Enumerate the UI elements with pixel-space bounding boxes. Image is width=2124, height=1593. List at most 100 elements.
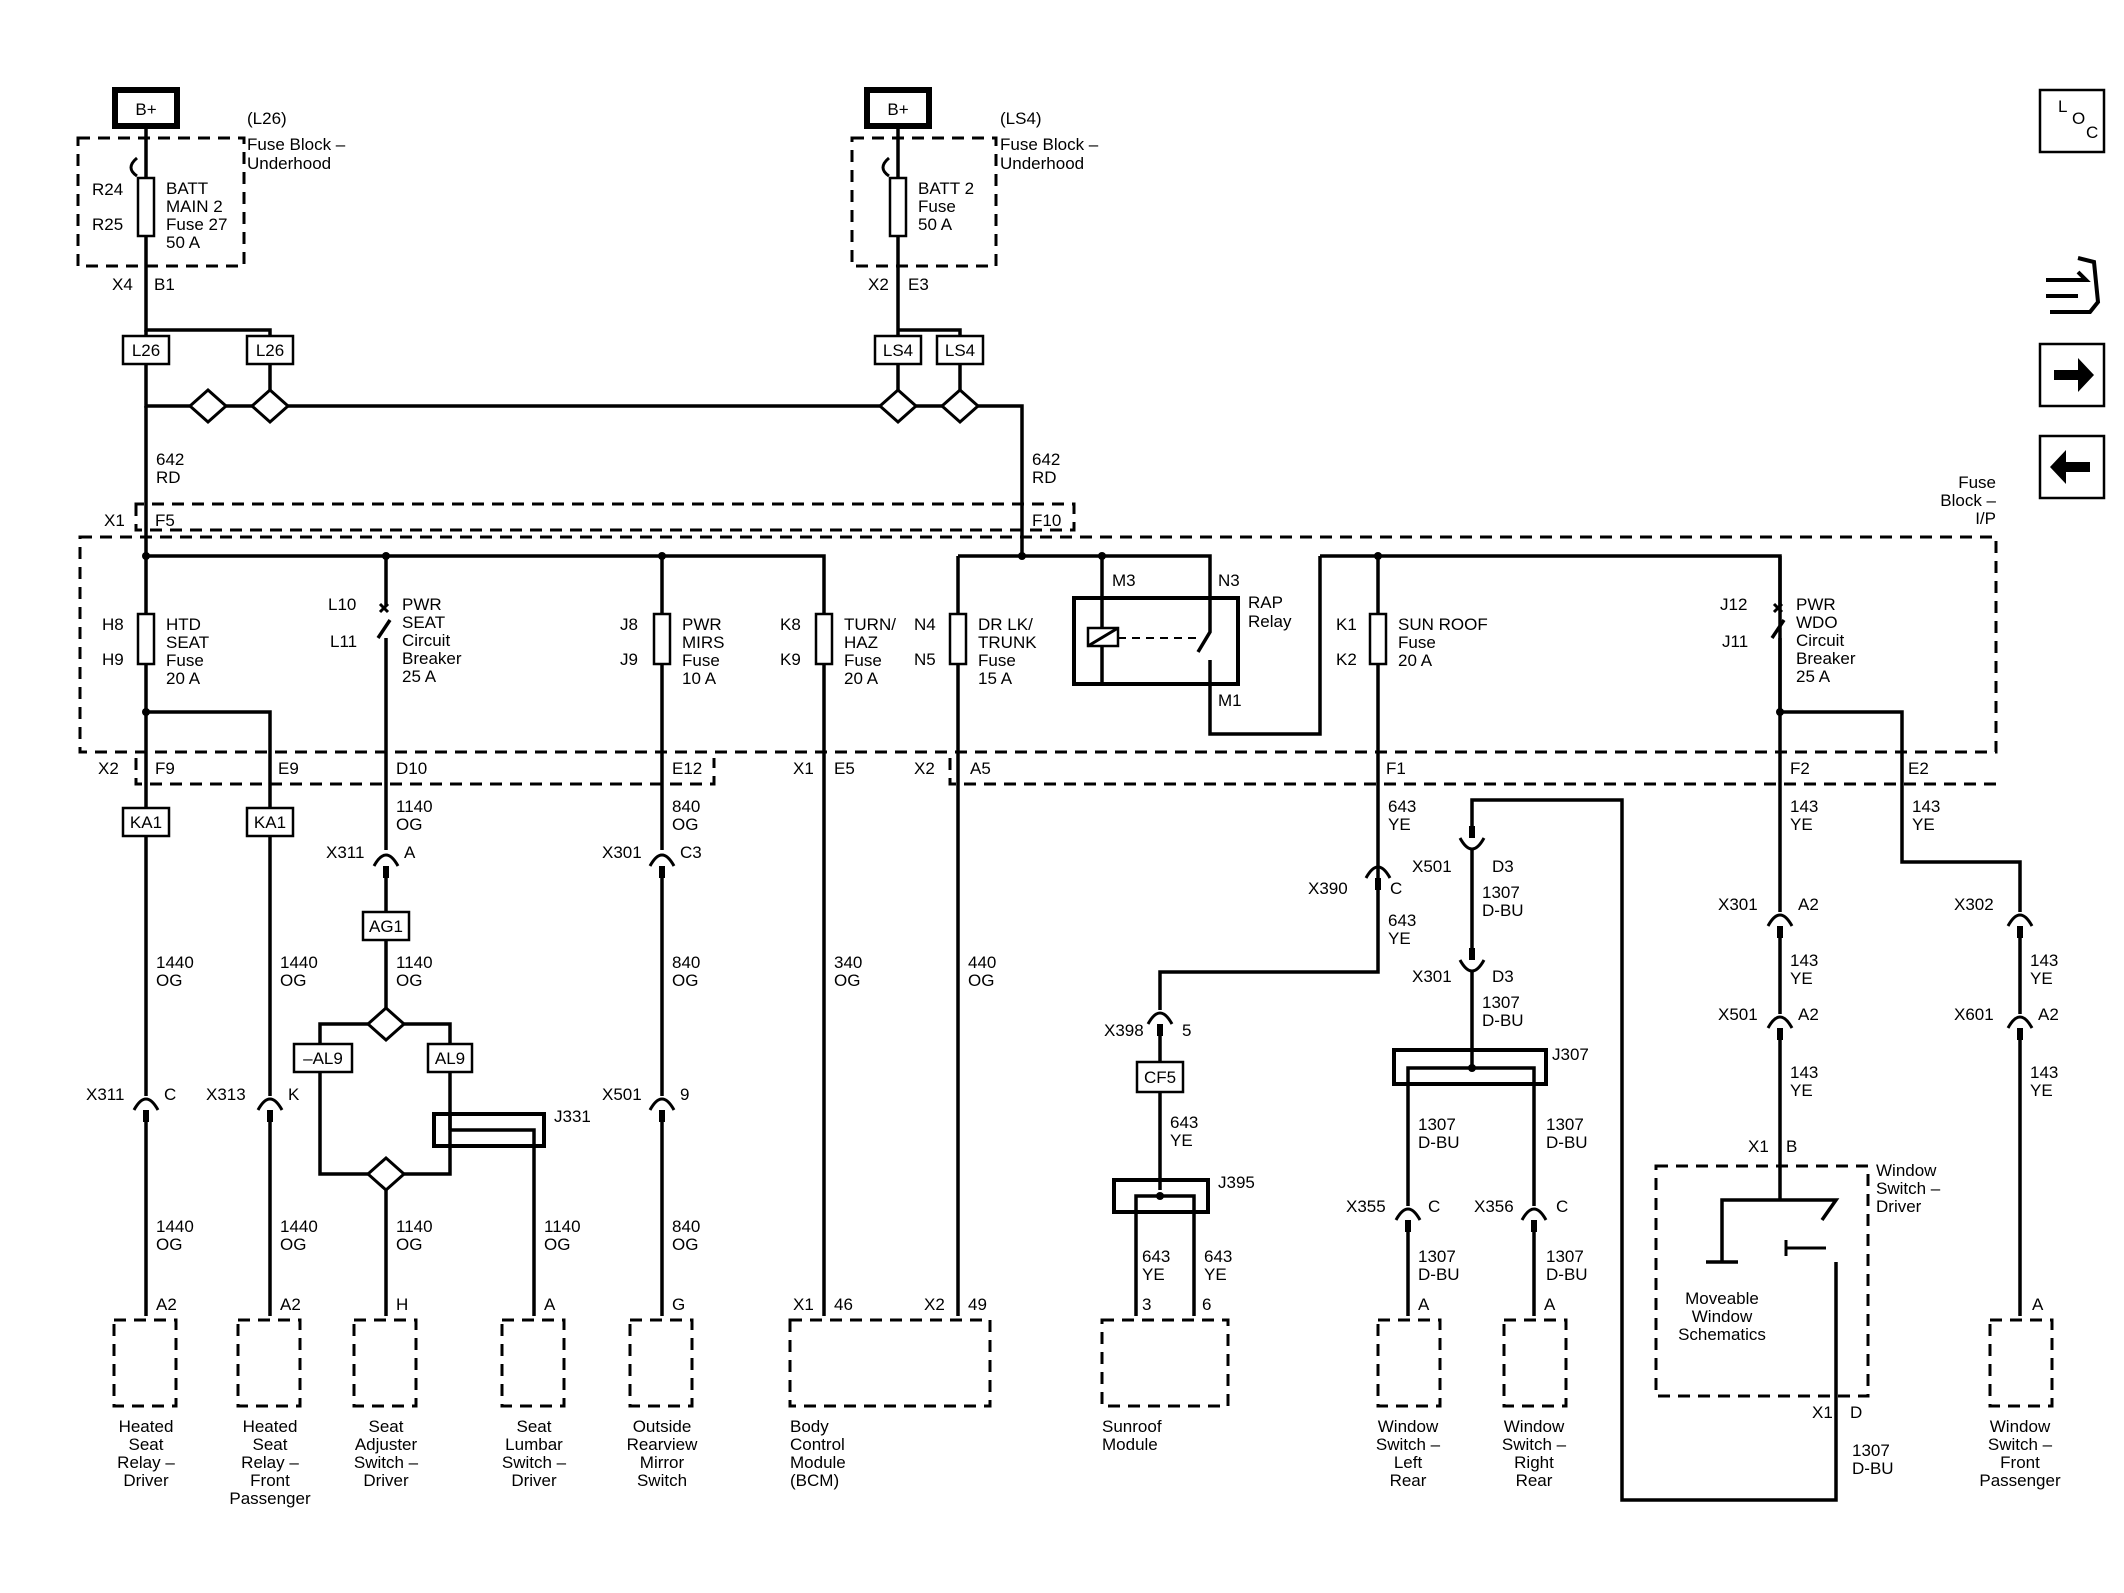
svg-text:X501: X501	[1412, 857, 1452, 876]
svg-text:LS4: LS4	[883, 341, 913, 360]
svg-text:K9: K9	[780, 650, 801, 669]
svg-text:Passenger: Passenger	[1979, 1471, 2061, 1490]
circuit-rear-window-switches: X501 D3 1307 D-BU X301 D3 1307 D-BU J307…	[1346, 798, 1838, 1502]
svg-text:Window: Window	[1378, 1417, 1439, 1436]
svg-text:YE: YE	[1912, 815, 1935, 834]
svg-text:C3: C3	[680, 843, 702, 862]
svg-text:25 A: 25 A	[1796, 667, 1831, 686]
svg-text:G: G	[672, 1295, 685, 1314]
location-button[interactable]	[2038, 88, 2106, 154]
svg-text:OG: OG	[672, 815, 698, 834]
svg-text:X356: X356	[1474, 1197, 1514, 1216]
svg-text:KA1: KA1	[254, 813, 286, 832]
svg-text:J331: J331	[554, 1107, 591, 1126]
svg-text:642: 642	[1032, 450, 1060, 469]
svg-text:840: 840	[672, 1217, 700, 1236]
b-plus-right: B+	[887, 100, 908, 119]
svg-text:Module: Module	[790, 1453, 846, 1472]
svg-text:YE: YE	[1790, 1081, 1813, 1100]
svg-text:Left: Left	[1394, 1453, 1423, 1472]
svg-text:E3: E3	[908, 275, 929, 294]
svg-text:H8: H8	[102, 615, 124, 634]
svg-text:I/P: I/P	[1975, 509, 1996, 528]
svg-text:Right: Right	[1514, 1453, 1554, 1472]
svg-text:Heated: Heated	[119, 1417, 174, 1436]
svg-text:Switch –: Switch –	[354, 1453, 419, 1472]
svg-text:Seat: Seat	[129, 1435, 164, 1454]
svg-text:643: 643	[1142, 1247, 1170, 1266]
svg-text:Fuse: Fuse	[978, 651, 1016, 670]
svg-text:X2: X2	[924, 1295, 945, 1314]
svg-text:C: C	[1428, 1197, 1440, 1216]
circuit-sunroof: 643 YE X390 C 643 YE X398 5 CF5 643 YE J…	[1100, 797, 1416, 1454]
svg-text:3: 3	[1142, 1295, 1151, 1314]
svg-text:1440: 1440	[280, 1217, 318, 1236]
b-plus-left: B+	[135, 100, 156, 119]
svg-text:Passenger: Passenger	[229, 1489, 311, 1508]
svg-text:SEAT: SEAT	[166, 633, 209, 652]
svg-text:A2: A2	[280, 1295, 301, 1314]
svg-text:A: A	[1544, 1295, 1556, 1314]
svg-text:Fuse 27: Fuse 27	[166, 215, 227, 234]
svg-text:Driver: Driver	[511, 1471, 557, 1490]
dr-lk-fuse	[948, 612, 968, 666]
svg-text:D-BU: D-BU	[1418, 1265, 1460, 1284]
svg-text:Switch –: Switch –	[1376, 1435, 1441, 1454]
svg-text:O: O	[2072, 109, 2085, 128]
svg-text:Seat: Seat	[517, 1417, 552, 1436]
svg-text:F2: F2	[1790, 759, 1810, 778]
svg-text:L: L	[2058, 97, 2067, 116]
svg-text:Fuse: Fuse	[1958, 473, 1996, 492]
pwr-mirs-fuse	[652, 612, 672, 666]
svg-text:OG: OG	[396, 815, 422, 834]
svg-text:E12: E12	[672, 759, 702, 778]
svg-text:Block –: Block –	[1940, 491, 1996, 510]
svg-text:C: C	[1390, 879, 1402, 898]
svg-text:H9: H9	[102, 650, 124, 669]
svg-text:K: K	[288, 1085, 300, 1104]
svg-text:1307: 1307	[1546, 1247, 1584, 1266]
svg-text:X302: X302	[1954, 895, 1994, 914]
svg-text:PWR: PWR	[402, 595, 442, 614]
svg-text:Breaker: Breaker	[1796, 649, 1856, 668]
svg-text:(L26): (L26)	[247, 109, 287, 128]
svg-text:Fuse: Fuse	[166, 651, 204, 670]
svg-text:K2: K2	[1336, 650, 1357, 669]
svg-text:D3: D3	[1492, 967, 1514, 986]
svg-text:Heated: Heated	[243, 1417, 298, 1436]
svg-text:D-BU: D-BU	[1852, 1459, 1894, 1478]
option-bus: L26 L26 LS4 LS4 642 RD 642 RD	[121, 328, 1060, 556]
svg-text:50 A: 50 A	[166, 233, 201, 252]
svg-text:F10: F10	[1032, 511, 1061, 530]
sun-roof-fuse	[1368, 612, 1388, 666]
svg-text:YE: YE	[2030, 969, 2053, 988]
svg-text:1440: 1440	[280, 953, 318, 972]
svg-text:X4: X4	[112, 275, 133, 294]
svg-text:X311: X311	[326, 843, 364, 862]
svg-text:Fuse Block –: Fuse Block –	[1000, 135, 1099, 154]
svg-text:1307: 1307	[1546, 1115, 1584, 1134]
svg-text:Driver: Driver	[363, 1471, 409, 1490]
svg-text:K1: K1	[1336, 615, 1357, 634]
supply-left: B+ (L26) Fuse Block – Underhood R24 R25 …	[76, 87, 346, 332]
svg-text:Relay –: Relay –	[117, 1453, 175, 1472]
svg-text:Rear: Rear	[1390, 1471, 1427, 1490]
svg-text:OG: OG	[280, 1235, 306, 1254]
svg-text:Relay: Relay	[1248, 612, 1292, 631]
svg-text:Circuit: Circuit	[402, 631, 450, 650]
svg-text:X2: X2	[868, 275, 889, 294]
svg-text:D-BU: D-BU	[1546, 1265, 1588, 1284]
svg-text:643: 643	[1388, 911, 1416, 930]
svg-text:C: C	[2086, 123, 2098, 142]
svg-text:15 A: 15 A	[978, 669, 1013, 688]
svg-text:643: 643	[1204, 1247, 1232, 1266]
svg-text:X1: X1	[793, 1295, 814, 1314]
svg-text:D10: D10	[396, 759, 427, 778]
svg-text:X501: X501	[602, 1085, 642, 1104]
svg-text:A5: A5	[970, 759, 991, 778]
circuit-window-switch-passenger: 143 YE X302 143 YE X601 A2 143 YE A Wind…	[1912, 797, 2061, 1490]
circuit-heated-seat-driver: KA1 1440 OG X311 C 1440 OG A2 Heated Sea…	[86, 806, 194, 1490]
connector-tool-icon[interactable]	[2046, 256, 2101, 314]
svg-text:1307: 1307	[1418, 1115, 1456, 1134]
svg-text:Front: Front	[250, 1471, 290, 1490]
